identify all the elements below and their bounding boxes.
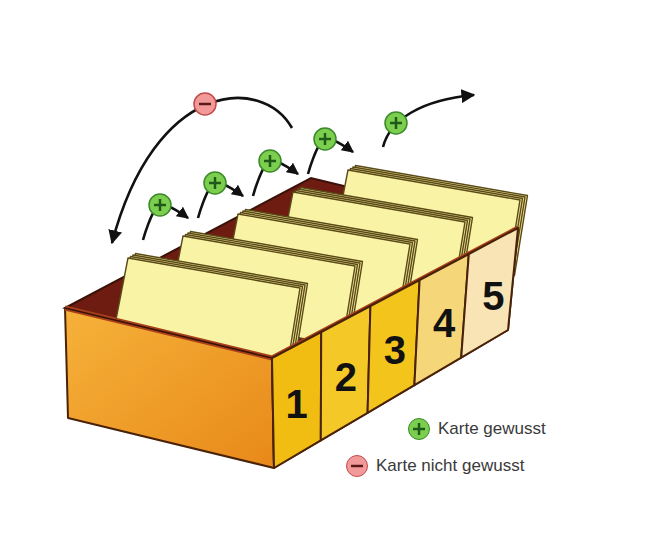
tile-face bbox=[173, 218, 370, 440]
tile-outline bbox=[368, 280, 420, 413]
legend-swatch bbox=[346, 455, 368, 477]
tile-outline bbox=[414, 254, 468, 385]
plus-symbol bbox=[149, 194, 171, 216]
compartment-number: 3 bbox=[370, 326, 419, 374]
tile-face bbox=[283, 174, 469, 385]
minus-symbol bbox=[194, 93, 216, 115]
compartment-tile: 3 bbox=[228, 196, 420, 413]
compartment-tile: 5 bbox=[338, 152, 518, 358]
tile-outline bbox=[321, 306, 371, 440]
legend-swatch bbox=[408, 418, 430, 440]
leave-box-arrow bbox=[383, 95, 474, 147]
tile-outline bbox=[461, 228, 518, 358]
tile-face bbox=[228, 196, 420, 413]
compartment-number: 2 bbox=[321, 353, 370, 401]
legend-sign bbox=[409, 419, 429, 439]
compartment-tile: 1 bbox=[118, 240, 321, 468]
box-rim bbox=[65, 228, 518, 358]
legend-text: Karte nicht gewusst bbox=[376, 455, 524, 477]
legend-item: Karte nicht gewusst bbox=[346, 455, 524, 477]
compartment-tile: 4 bbox=[283, 174, 469, 385]
legend-sign bbox=[347, 456, 367, 476]
plus-symbol bbox=[259, 150, 281, 172]
back-to-first-arrow bbox=[112, 98, 292, 243]
tile-outline bbox=[272, 332, 321, 468]
legend-text: Karte gewusst bbox=[438, 418, 546, 440]
compartment-number: 5 bbox=[469, 272, 518, 320]
plus-symbol bbox=[204, 172, 226, 194]
compartment-tile: 2 bbox=[173, 218, 370, 440]
tile-face bbox=[338, 152, 518, 358]
plus-symbol bbox=[314, 128, 336, 150]
plus-symbol bbox=[385, 112, 407, 134]
compartment-number: 4 bbox=[420, 299, 469, 347]
box-rim-outline bbox=[65, 228, 518, 358]
tile-face bbox=[118, 240, 321, 468]
compartment-number: 1 bbox=[272, 380, 321, 428]
legend-item: Karte gewusst bbox=[408, 418, 546, 440]
